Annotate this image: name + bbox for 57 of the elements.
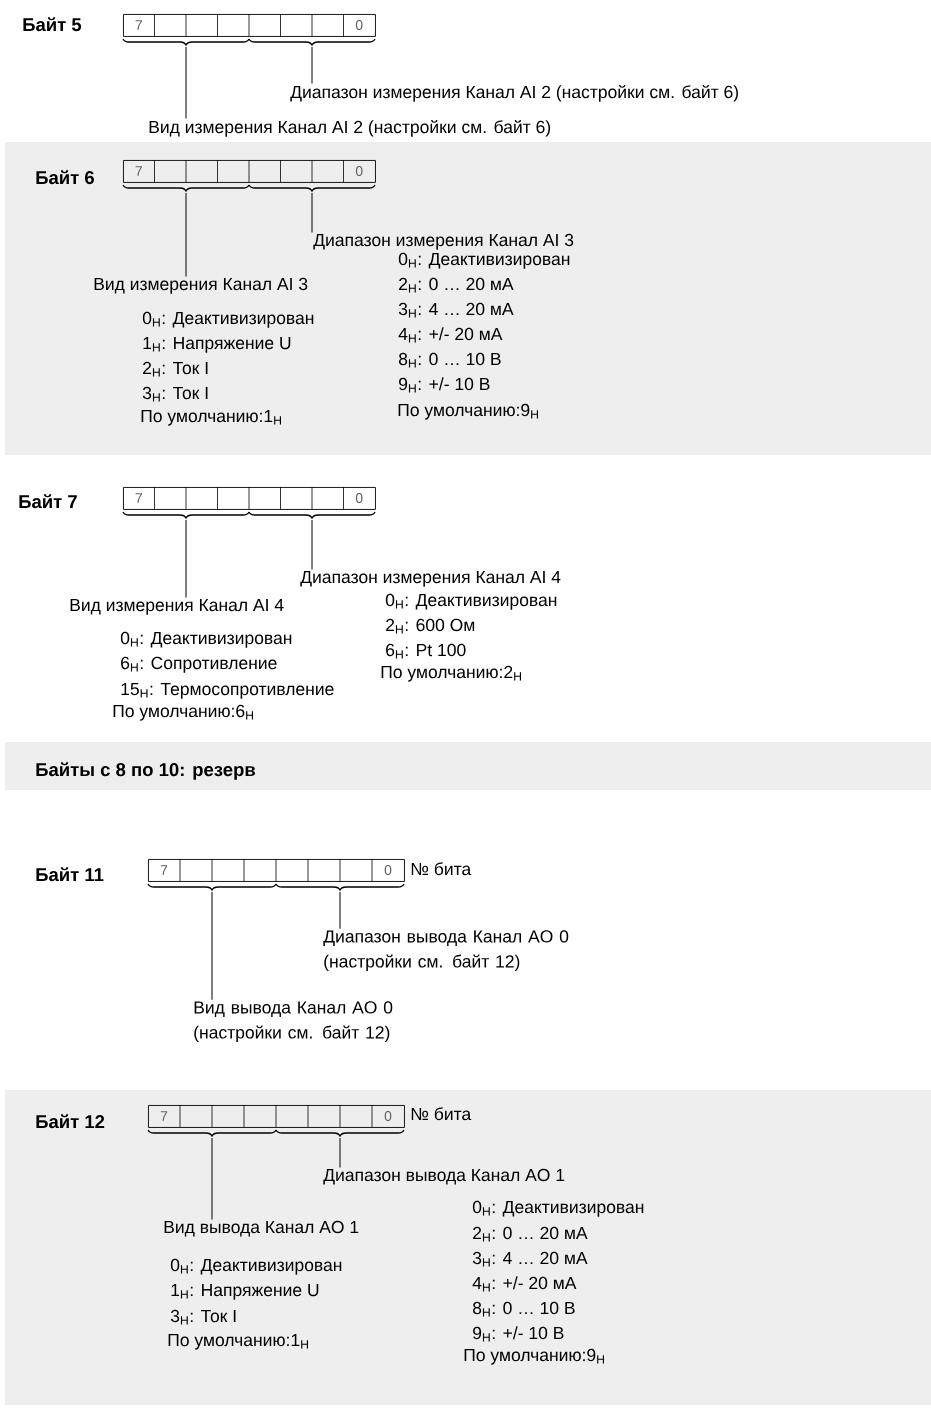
channel-label: Диапазон вывода Канал AO 0 (настройки см. байт 12): [323, 930, 569, 972]
option-text: 3$_{H}$: Ток I: [170, 1309, 236, 1325]
option-text: 8$_{H}$: 0 … 10 В: [398, 352, 501, 368]
option-text: 0$_{H}$: Деактивизирован: [398, 252, 570, 269]
option-text: 0$_{H}$: Деактивизирован: [120, 631, 292, 648]
default-value-text: По умолчанию:6$_{H}$: [113, 704, 253, 721]
channel-label: Диапазон вывода Канал AO 1: [323, 1168, 565, 1185]
option-text: 2$_{H}$: Ток I: [143, 361, 208, 377]
bit-register: 7 0: [123, 486, 376, 510]
default-value-text: По умолчанию:9$_{H}$: [464, 1348, 604, 1365]
leader-line: [339, 1137, 341, 1168]
leader-line: [185, 46, 187, 120]
option-text: 2$_{H}$: 600 Ом: [386, 618, 475, 634]
option-text: 8$_{H}$: 0 … 10 В: [472, 1301, 575, 1317]
channel-label: Диапазон измерения Канал AI 4: [300, 570, 561, 587]
channel-label: Вид вывода Канал AO 1: [164, 1220, 359, 1237]
leader-line: [185, 519, 187, 599]
default-value-text: По умолчанию:2$_{H}$: [381, 665, 521, 682]
byte-heading: Байты с 8 по 10: резерв: [36, 762, 255, 780]
option-text: 3$_{H}$: Ток I: [142, 386, 208, 402]
option-text: 1$_{H}$: Напряжение U: [143, 336, 291, 353]
leader-line: [211, 891, 213, 1001]
default-value-text: По умолчанию:1$_{H}$: [141, 409, 281, 426]
channel-label: Диапазон измерения Канал AI 3: [313, 233, 574, 250]
channel-label: Диапазон измерения Канал AI 2 (настройки см. байт 6): [290, 85, 738, 102]
option-text: 2$_{H}$: 0 … 20 мА: [473, 1226, 588, 1242]
bit-register: 7 0: [123, 13, 376, 37]
bit-register: 7 0: [148, 858, 405, 882]
option-text: 4$_{H}$: +/- 20 мА: [472, 1276, 577, 1292]
channel-label: Вид измерения Канал AI 4: [70, 598, 284, 615]
leader-line: [311, 46, 313, 85]
option-text: 9$_{H}$: +/- 10 В: [473, 1326, 564, 1342]
option-text: 4$_{H}$: +/- 20 мА: [398, 327, 503, 343]
option-text: 2$_{H}$: 0 … 20 мА: [399, 277, 514, 293]
option-text: 1$_{H}$: Напряжение U: [171, 1283, 319, 1300]
channel-label: Вид измерения Канал AI 3: [94, 277, 308, 294]
leader-line: [185, 192, 187, 277]
option-text: 9$_{H}$: +/- 10 В: [399, 377, 490, 393]
option-text: 0$_{H}$: Деактивизирован: [170, 1258, 342, 1275]
option-text: 6$_{H}$: Pt 100: [386, 643, 466, 659]
option-text: 6$_{H}$: Сопротивление: [121, 656, 277, 673]
option-text: 0$_{H}$: Деактивизирован: [472, 1200, 644, 1217]
option-text: 3$_{H}$: 4 … 20 мА: [472, 1251, 588, 1267]
option-text: 0$_{H}$: Деактивизирован: [385, 593, 557, 610]
channel-label: Вид измерения Канал AI 2 (настройки см. байт 6): [149, 120, 551, 137]
leader-line: [311, 192, 313, 233]
option-text: 3$_{H}$: 4 … 20 мА: [398, 302, 514, 318]
default-value-text: По умолчанию:1$_{H}$: [168, 1333, 308, 1350]
leader-line: [339, 891, 341, 930]
leader-line: [311, 519, 313, 571]
leader-line: [211, 1137, 213, 1220]
bit-register: 7 0: [148, 1104, 405, 1128]
channel-label: Вид вывода Канал AO 0 (настройки см. байт 12): [194, 1001, 393, 1043]
option-text: 0$_{H}$: Деактивизирован: [142, 311, 314, 328]
bit-register: 7 0: [123, 159, 376, 183]
default-value-text: По умолчанию:9$_{H}$: [398, 403, 538, 420]
option-text: 15$_{H}$: Термосопротивление: [121, 682, 334, 699]
